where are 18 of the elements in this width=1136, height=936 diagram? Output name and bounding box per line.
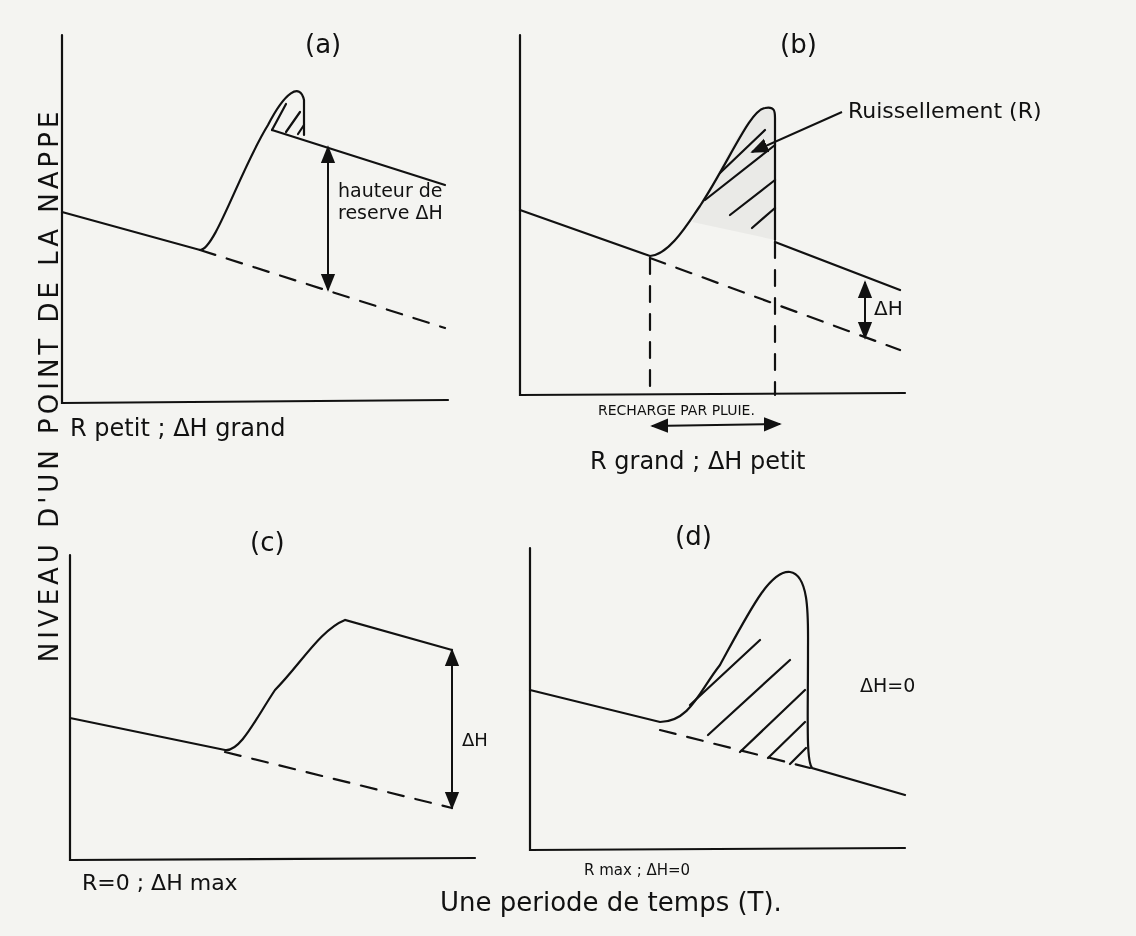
axis-caption: R max ; ΔH=0 <box>584 862 691 880</box>
panel-label: (b) <box>780 30 817 60</box>
axis-caption: R petit ; ΔH grand <box>70 415 286 443</box>
axis-caption: Une periode de temps (T). <box>440 888 782 918</box>
annotation: ΔH <box>874 297 903 320</box>
hatched-area <box>692 107 775 240</box>
panel-label: (d) <box>675 522 712 552</box>
panel-label: (a) <box>305 30 342 60</box>
axis-caption: R grand ; ΔH petit <box>590 448 806 476</box>
annotation: ΔH <box>462 730 488 751</box>
annotation: hauteur de reserve ΔH <box>338 180 444 224</box>
axis-caption: RECHARGE PAR PLUIE. <box>598 402 755 419</box>
axis-caption: R=0 ; ΔH max <box>82 870 238 896</box>
panel-label: (c) <box>250 528 285 558</box>
callout-text: Ruissellement (R) <box>848 98 1042 124</box>
axis-label: NIVEAU D'UN POINT DE LA NAPPE <box>35 106 65 665</box>
leader-line <box>750 111 843 153</box>
annotation: ΔH=0 <box>860 675 916 697</box>
